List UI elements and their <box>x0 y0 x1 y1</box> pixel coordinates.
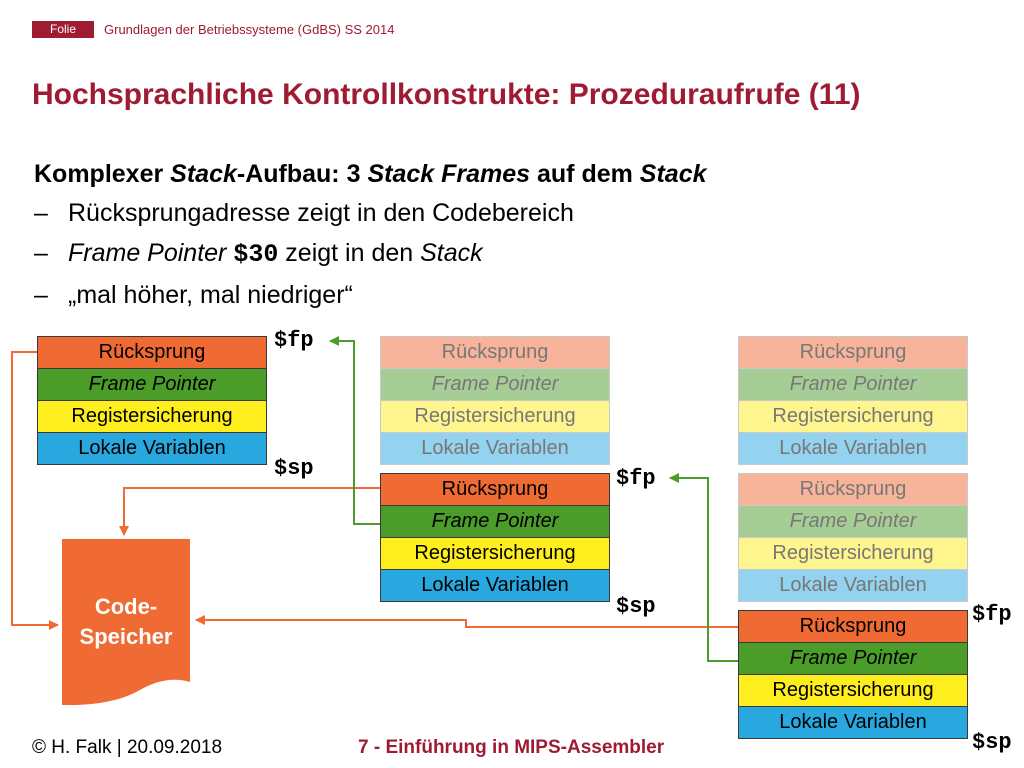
sp-label: $sp <box>972 730 1012 755</box>
fp-label: $fp <box>972 602 1012 627</box>
code-memory-label: Code- <box>94 594 158 619</box>
subtitle-part: Stack <box>170 160 237 188</box>
bullet-text: Rücksprungadresse zeigt in den Codeberei… <box>68 199 574 227</box>
course-title: Grundlagen der Betriebssysteme (GdBS) SS… <box>104 22 395 37</box>
fp-label: $fp <box>274 328 314 353</box>
bullet-dash: – <box>34 199 48 227</box>
subtitle-part: Stack Frames <box>367 160 531 188</box>
frame-local-variables: Lokale Variablen <box>380 569 610 602</box>
stack-frame: Rücksprung Frame Pointer Registersicheru… <box>380 473 610 602</box>
code-memory: Code- Speicher <box>62 592 190 652</box>
subtitle-part: auf dem <box>530 160 640 188</box>
stack-frame: Rücksprung Frame Pointer Registersicheru… <box>738 610 968 739</box>
frame-register-save: Registersicherung <box>738 400 968 433</box>
bullet-item: –Frame Pointer $30 zeigt in den Stack <box>34 239 483 269</box>
stack-frame-faded: Rücksprung Frame Pointer Registersicheru… <box>380 336 610 465</box>
frame-frame-pointer: Frame Pointer <box>738 505 968 538</box>
stack-frame: Rücksprung Frame Pointer Registersicheru… <box>37 336 267 465</box>
subtitle: Komplexer Stack-Aufbau: 3 Stack Frames a… <box>34 160 707 189</box>
bullet-text: Stack <box>420 239 483 267</box>
frame-register-save: Registersicherung <box>380 537 610 570</box>
frame-local-variables: Lokale Variablen <box>738 706 968 739</box>
frame-frame-pointer: Frame Pointer <box>380 505 610 538</box>
return-arrow-frame1 <box>11 351 59 630</box>
stack-frame-faded: Rücksprung Frame Pointer Registersicheru… <box>738 336 968 465</box>
bullet-text: Frame Pointer <box>68 239 234 267</box>
slide-title: Hochsprachliche Kontrollkonstrukte: Proz… <box>32 78 861 111</box>
code-memory-shape <box>62 539 190 706</box>
frame-return-address: Rücksprung <box>738 336 968 369</box>
frame-pointer-arrow-frame3 <box>669 473 738 662</box>
frame-register-save: Registersicherung <box>738 537 968 570</box>
subtitle-part: Stack <box>639 160 707 188</box>
frame-return-address: Rücksprung <box>37 336 267 369</box>
frame-pointer-arrow-frame2 <box>329 336 380 525</box>
footer-author: © H. Falk | 20.09.2018 <box>32 737 223 758</box>
frame-return-address: Rücksprung <box>738 473 968 506</box>
return-arrow-frame3 <box>195 615 738 628</box>
sp-label: $sp <box>274 456 314 481</box>
frame-frame-pointer: Frame Pointer <box>738 642 968 675</box>
stack-frame-faded: Rücksprung Frame Pointer Registersicheru… <box>738 473 968 602</box>
return-arrow-frame2 <box>119 487 380 536</box>
bullet-dash: – <box>34 281 48 309</box>
frame-return-address: Rücksprung <box>380 473 610 506</box>
footer-chapter: 7 - Einführung in MIPS-Assembler <box>358 737 665 758</box>
bullet-text: zeigt in den <box>278 239 421 267</box>
frame-local-variables: Lokale Variablen <box>738 569 968 602</box>
frame-frame-pointer: Frame Pointer <box>37 368 267 401</box>
frame-return-address: Rücksprung <box>738 610 968 643</box>
frame-frame-pointer: Frame Pointer <box>380 368 610 401</box>
subtitle-part: Komplexer <box>34 160 171 188</box>
sp-label: $sp <box>616 594 656 619</box>
frame-local-variables: Lokale Variablen <box>380 432 610 465</box>
slide-number-badge: Folie 90/108 <box>32 21 94 53</box>
frame-frame-pointer: Frame Pointer <box>738 368 968 401</box>
frame-local-variables: Lokale Variablen <box>37 432 267 465</box>
frame-register-save: Registersicherung <box>380 400 610 433</box>
bullet-dash: – <box>34 239 48 267</box>
fp-label: $fp <box>616 466 656 491</box>
frame-register-save: Registersicherung <box>738 674 968 707</box>
subtitle-part: -Aufbau: 3 <box>236 160 368 188</box>
code-memory-label: Speicher <box>79 624 173 649</box>
bullet-item: –„mal höher, mal niedriger“ <box>34 281 353 310</box>
bullet-item: –Rücksprungadresse zeigt in den Codebere… <box>34 199 574 228</box>
frame-local-variables: Lokale Variablen <box>738 432 968 465</box>
frame-return-address: Rücksprung <box>380 336 610 369</box>
frame-register-save: Registersicherung <box>37 400 267 433</box>
bullet-text: „mal höher, mal niedriger“ <box>68 281 353 309</box>
register-code: $30 <box>233 240 279 269</box>
